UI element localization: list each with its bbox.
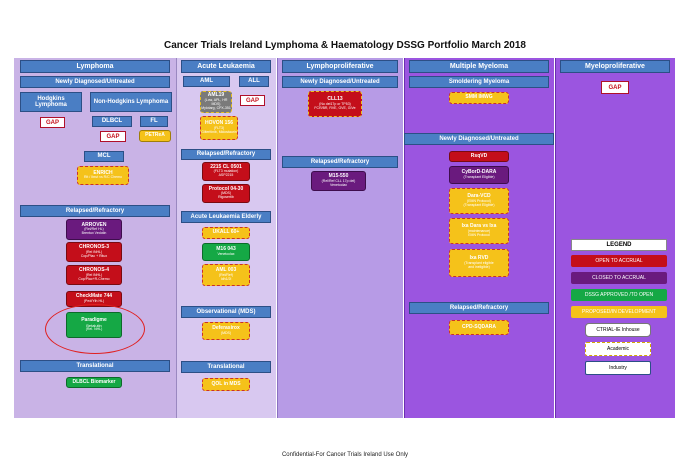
lymphoma-translational: Translational: [20, 360, 170, 372]
acute-relapsed-refractory: Relapsed/Refractory: [181, 149, 271, 160]
legend-industry: Industry: [585, 361, 651, 375]
footer-note: Confidential-For Cancer Trials Ireland U…: [281, 452, 409, 458]
all-label: ALL: [239, 76, 269, 87]
fl-label: FL: [140, 116, 168, 127]
hovon-156-trial: HOVON 156(FLT3)Gilteritinib, Midostaurin: [200, 116, 238, 140]
mcl-label: MCL: [84, 151, 124, 162]
dlbcl-biomarker-trial: DLBCL Biomarker: [66, 377, 122, 388]
ukall-60-trial: UKALL 60+: [202, 227, 250, 239]
cl-0501-trial: 2215 CL 0501(FLT3 mutation)ASP2215: [202, 162, 250, 181]
acute-translational: Translational: [181, 361, 271, 373]
lymphoma-newly-diagnosed: Newly Diagnosed/Untreated: [20, 76, 170, 88]
legend-closed: CLOSED TO ACCRUAL: [571, 272, 667, 284]
acute-gap: GAP: [240, 95, 265, 106]
cpd-sqdara-trial: CPD-SQDARA: [449, 320, 509, 335]
deferasirox-trial: Deferasirox(MDS): [202, 322, 250, 340]
chronos-4-trial: CHRONOS-4(Rel iNHL)Cop/Plac+R-Chemo: [66, 265, 122, 285]
lympho-newly-diagnosed: Newly Diagnosed/Untreated: [282, 76, 398, 88]
petrea-trial: PETReA: [139, 130, 171, 142]
acute-leukaemia-elderly: Acute Leukaemia Elderly: [181, 211, 271, 223]
observational-mds: Observational (MDS): [181, 306, 271, 318]
m15-550-trial: M15-550(Rel/Ref CLL 17p del)Venetoclax: [311, 171, 366, 191]
lymphoproliferative-header: Lymphoproliferative: [282, 60, 398, 73]
myeloma-header: Multiple Myeloma: [409, 60, 549, 73]
legend-open: OPEN TO ACCRUAL: [571, 255, 667, 267]
lymphoma-header: Lymphoma: [20, 60, 170, 73]
lymphoma-gap-2: GAP: [100, 131, 126, 142]
protocol-04-30-trial: Protocol 04-30(MDS)Rigosertib: [202, 184, 250, 203]
aml-label: AML: [183, 76, 230, 87]
arroven-trial: ARROVEN(Rel/Ref HL)Brentux Vedotin: [66, 219, 122, 240]
acute-leukaemia-header: Acute Leukaemia: [181, 60, 271, 73]
myeloproliferative-header: Myeloproliferative: [560, 60, 670, 73]
hodgkins-lymphoma: Hodgkins Lymphoma: [20, 92, 82, 112]
cll13-trial: CLL13(No del17p or TP53)FCR/BR, RVE, GVE…: [308, 91, 362, 117]
non-hodgkins-lymphoma: Non-Hodgkins Lymphoma: [90, 92, 172, 112]
dara-vcd-trial: Dara-VCD(EMN Protocol)(Transplant Eligib…: [449, 188, 509, 214]
lymphoma-relapsed-refractory: Relapsed/Refractory: [20, 205, 170, 217]
legend-proposed: PROPOSED/IN DEVELOPMENT: [571, 306, 667, 318]
smoldering-myeloma: Smoldering Myeloma: [409, 76, 549, 88]
paradigme-highlight-circle: [45, 304, 145, 354]
aml-003-trial: AML 003(Rel/Ref)Idh1/2i: [202, 264, 250, 286]
dlbcl-label: DLBCL: [92, 116, 132, 127]
rsqvd-trial: RsqVD: [449, 151, 509, 162]
smm-imwg-trial: SMM IMWG: [449, 92, 509, 104]
myeloma-relapsed-refractory: Relapsed/Refractory: [409, 302, 549, 314]
page-title: Cancer Trials Ireland Lymphoma & Haemato…: [164, 40, 526, 51]
cybord-dara-trial: CyBorD-DARA(Transplant Eligible): [449, 166, 509, 184]
legend-academic: Academic: [585, 342, 651, 356]
lympho-relapsed-refractory: Relapsed/Refractory: [282, 156, 398, 168]
myeloproliferative-column: [555, 58, 675, 418]
legend-approved: DSSG APPROVED /TO OPEN: [571, 289, 667, 301]
legend-inhouse: CTRIAL-IE Inhouse: [585, 323, 651, 337]
myeloma-newly-diagnosed: Newly Diagnosed/Untreated: [404, 133, 554, 145]
chronos-3-trial: CHRONOS-3(Rel iNHL)Cop/Plac + Ritux: [66, 242, 122, 262]
aml19-trial: AML19(Low, APL, HR MDS)Mylotarg, CPX-351: [200, 91, 232, 113]
myelo-gap: GAP: [601, 81, 629, 94]
ixa-dara-trial: Ixa Dara vs Ixa(maintenance)EMN Protocol: [449, 218, 509, 244]
legend-title: LEGEND: [571, 239, 667, 251]
lymphoproliferative-column: [277, 58, 403, 418]
lymphoma-gap-1: GAP: [40, 117, 65, 128]
qol-mds-trial: QOL in MDS: [202, 378, 250, 391]
